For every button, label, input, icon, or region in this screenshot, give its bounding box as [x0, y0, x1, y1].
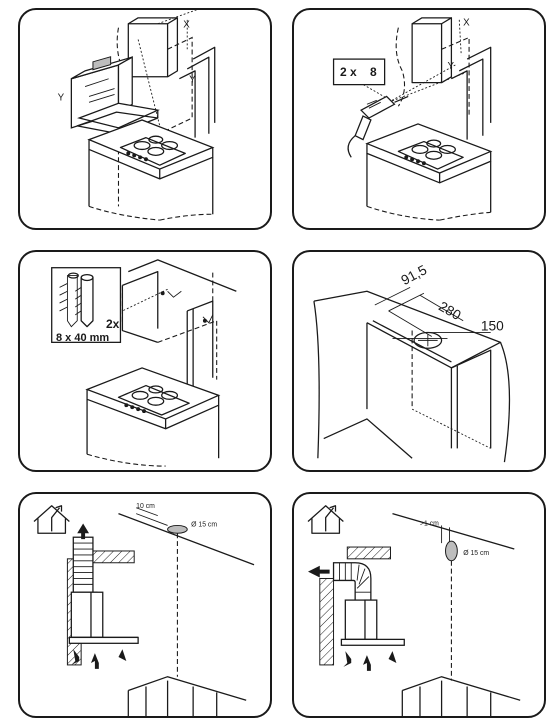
- plug-size-label: 8 x 40 mm: [56, 332, 110, 344]
- airflow-arrow-icon: [118, 649, 127, 661]
- plug-count-label: 2x: [106, 317, 120, 331]
- arrow-up-icon: [77, 523, 90, 540]
- step-2-illustration: X Y: [332, 17, 493, 221]
- offset-label: >1 cm: [420, 520, 439, 527]
- airflow-arrow-icon: [343, 651, 352, 667]
- dim-label-a: 91,5: [399, 262, 430, 288]
- step-1-panel: Y X Y: [18, 8, 272, 230]
- step-3-illustration: [51, 259, 237, 467]
- step-5-illustration: 10 cm Ø 15 cm: [33, 503, 255, 716]
- step-2-panel: X Y 2 x 8: [292, 8, 546, 230]
- duct: [332, 562, 372, 601]
- label-y: Y: [447, 61, 454, 72]
- duct: [72, 536, 94, 593]
- step-5-panel: 10 cm Ø 15 cm: [18, 492, 272, 718]
- airflow-arrow-icon: [388, 651, 397, 663]
- label-x: X: [183, 20, 190, 31]
- label-y-right: Y: [189, 75, 196, 86]
- arrow-left-icon: [308, 565, 330, 578]
- house-vent-icon: [33, 505, 70, 534]
- diameter-label: Ø 15 cm: [463, 550, 489, 557]
- step-3-panel: 2x 8 x 40 mm: [18, 250, 272, 472]
- diameter-label: Ø 15 cm: [191, 521, 217, 528]
- label-x: X: [463, 18, 470, 29]
- step-6-illustration: >1 cm Ø 15 cm: [307, 505, 521, 716]
- screw-count-label: 2 x: [340, 65, 357, 79]
- step-4-panel: 91,5 280 150: [292, 250, 546, 472]
- airflow-arrow-icon: [71, 649, 80, 665]
- house-vent-icon: [307, 505, 344, 534]
- step-4-illustration: 91,5 280 150: [313, 262, 511, 463]
- offset-label: 10 cm: [136, 503, 155, 510]
- step-1-illustration: Y X Y: [58, 10, 216, 221]
- step-6-panel: >1 cm Ø 15 cm: [292, 492, 546, 718]
- airflow-arrow-icon: [90, 653, 99, 669]
- dim-label-c: 150: [481, 319, 504, 334]
- airflow-arrow-icon: [363, 655, 371, 671]
- label-y-left: Y: [58, 92, 65, 103]
- drill-size-label: 8: [370, 65, 377, 79]
